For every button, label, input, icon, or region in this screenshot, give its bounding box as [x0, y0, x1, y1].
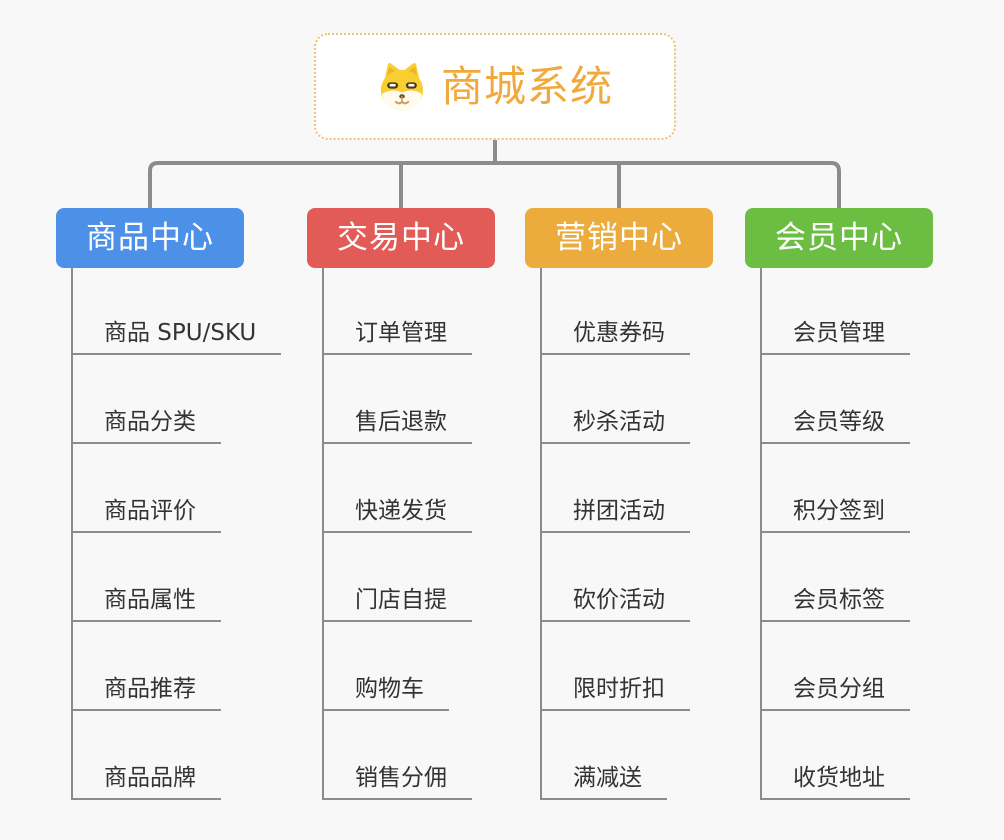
branch-trunk-line — [760, 268, 762, 800]
sub-topic-label: 商品属性 — [71, 586, 221, 622]
sub-topic-label: 收货地址 — [760, 764, 910, 800]
sub-topic-label: 秒杀活动 — [540, 408, 690, 444]
branch-column: 商品中心 商品 SPU/SKU 商品分类 商品评价 商品属性 商品推荐 商品品牌 — [56, 0, 306, 840]
sub-topic-list: 会员管理 会员等级 积分签到 会员标签 会员分组 收货地址 — [760, 266, 910, 800]
branch-topic[interactable]: 营销中心 — [525, 208, 713, 268]
sub-topic[interactable]: 商品属性 — [71, 533, 281, 622]
root-topic[interactable]: 商城系统 — [314, 33, 676, 140]
sub-topic-label: 商品推荐 — [71, 675, 221, 711]
sub-topic-label: 订单管理 — [322, 319, 472, 355]
sub-topic-label: 会员标签 — [760, 586, 910, 622]
branch-trunk-line — [540, 268, 542, 800]
sub-topic[interactable]: 销售分佣 — [322, 711, 472, 800]
sub-topic[interactable]: 收货地址 — [760, 711, 910, 800]
sub-topic[interactable]: 商品评价 — [71, 444, 281, 533]
sub-topic[interactable]: 快递发货 — [322, 444, 472, 533]
sub-topic-label: 商品品牌 — [71, 764, 221, 800]
sub-topic[interactable]: 会员标签 — [760, 533, 910, 622]
sub-topic[interactable]: 商品分类 — [71, 355, 281, 444]
sub-topic[interactable]: 购物车 — [322, 622, 472, 711]
sub-topic[interactable]: 商品品牌 — [71, 711, 281, 800]
sub-topic-label: 满减送 — [540, 764, 667, 800]
sub-topic[interactable]: 会员管理 — [760, 266, 910, 355]
root-topic-label: 商城系统 — [440, 61, 613, 111]
branch-column: 营销中心 优惠券码 秒杀活动 拼团活动 砍价活动 限时折扣 满减送 — [525, 0, 775, 840]
sub-topic-list: 优惠券码 秒杀活动 拼团活动 砍价活动 限时折扣 满减送 — [540, 266, 690, 800]
sub-topic[interactable]: 拼团活动 — [540, 444, 690, 533]
sub-topic[interactable]: 商品推荐 — [71, 622, 281, 711]
sub-topic-label: 售后退款 — [322, 408, 472, 444]
branch-topic-label: 会员中心 — [775, 219, 903, 256]
sub-topic-label: 销售分佣 — [322, 764, 472, 800]
sub-topic-label: 商品 SPU/SKU — [71, 319, 282, 355]
sub-topic[interactable]: 会员等级 — [760, 355, 910, 444]
sub-topic-label: 会员等级 — [760, 408, 910, 444]
sub-topic-label: 购物车 — [322, 675, 449, 711]
branch-column: 交易中心 订单管理 售后退款 快递发货 门店自提 购物车 销售分佣 — [307, 0, 557, 840]
sub-topic[interactable]: 砍价活动 — [540, 533, 690, 622]
sub-topic-label: 门店自提 — [322, 586, 472, 622]
sub-topic-list: 商品 SPU/SKU 商品分类 商品评价 商品属性 商品推荐 商品品牌 — [71, 266, 282, 800]
branch-column: 会员中心 会员管理 会员等级 积分签到 会员标签 会员分组 收货地址 — [745, 0, 995, 840]
branch-topic-label: 营销中心 — [555, 219, 683, 256]
branch-trunk-line — [322, 268, 324, 800]
branch-topic-label: 交易中心 — [337, 219, 465, 256]
sub-topic[interactable]: 门店自提 — [322, 533, 472, 622]
sub-topic[interactable]: 满减送 — [540, 711, 690, 800]
sub-topic-label: 会员管理 — [760, 319, 910, 355]
sub-topic[interactable]: 限时折扣 — [540, 622, 690, 711]
sub-topic[interactable]: 售后退款 — [322, 355, 472, 444]
sub-topic[interactable]: 秒杀活动 — [540, 355, 690, 444]
sub-topic-label: 积分签到 — [760, 497, 910, 533]
branch-topic-label: 商品中心 — [86, 219, 214, 256]
sub-topic-label: 商品评价 — [71, 497, 221, 533]
sub-topic-label: 拼团活动 — [540, 497, 690, 533]
branch-trunk-line — [71, 268, 73, 800]
shiba-dog-icon — [380, 62, 424, 110]
branch-topic[interactable]: 交易中心 — [307, 208, 495, 268]
sub-topic-label: 商品分类 — [71, 408, 221, 444]
sub-topic-label: 快递发货 — [322, 497, 472, 533]
sub-topic[interactable]: 会员分组 — [760, 622, 910, 711]
sub-topic-label: 砍价活动 — [540, 586, 690, 622]
branch-topic[interactable]: 商品中心 — [56, 208, 244, 268]
sub-topic[interactable]: 订单管理 — [322, 266, 472, 355]
sub-topic[interactable]: 积分签到 — [760, 444, 910, 533]
sub-topic-label: 优惠券码 — [540, 319, 690, 355]
sub-topic-label: 会员分组 — [760, 675, 910, 711]
sub-topic-list: 订单管理 售后退款 快递发货 门店自提 购物车 销售分佣 — [322, 266, 472, 800]
sub-topic-label: 限时折扣 — [540, 675, 690, 711]
sub-topic[interactable]: 优惠券码 — [540, 266, 690, 355]
branch-topic[interactable]: 会员中心 — [745, 208, 933, 268]
sub-topic[interactable]: 商品 SPU/SKU — [71, 266, 282, 355]
